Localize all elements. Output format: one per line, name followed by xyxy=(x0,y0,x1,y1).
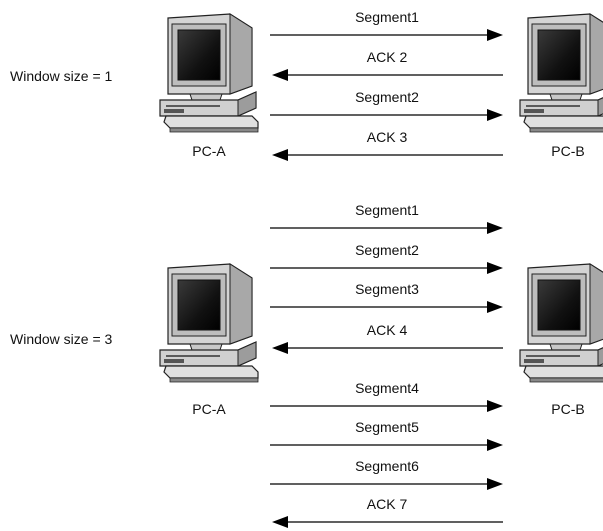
segment1-arrow xyxy=(270,29,503,41)
message-label: Segment4 xyxy=(355,380,419,396)
message-label: Segment1 xyxy=(355,202,419,218)
window-size-label: Window size = 3 xyxy=(10,331,113,347)
message-label: Segment3 xyxy=(355,281,419,297)
ack-7-arrow xyxy=(272,516,503,528)
pc-a-label: PC-A xyxy=(192,143,226,159)
pc-a-label: PC-A xyxy=(192,401,226,417)
segment1-arrow xyxy=(270,222,503,234)
segment2-arrow xyxy=(270,109,503,121)
message-label: Segment5 xyxy=(355,419,419,435)
message-label: Segment2 xyxy=(355,89,419,105)
pc-b-label: PC-B xyxy=(551,401,585,417)
message-label: Segment6 xyxy=(355,458,419,474)
ack-3-arrow xyxy=(272,149,503,161)
message-label: ACK 2 xyxy=(366,49,408,65)
pc-b-computer-icon xyxy=(519,13,603,133)
segment6-arrow xyxy=(270,478,503,490)
message-label: Segment1 xyxy=(355,9,419,25)
pc-a-computer-icon xyxy=(159,263,259,383)
pc-b-label: PC-B xyxy=(551,143,585,159)
ack-4-arrow xyxy=(272,342,503,354)
ack-2-arrow xyxy=(272,69,503,81)
message-label: ACK 3 xyxy=(366,129,408,145)
segment2-arrow xyxy=(270,262,503,274)
segment5-arrow xyxy=(270,439,503,451)
pc-b-computer-icon xyxy=(519,263,603,383)
pc-a-computer-icon xyxy=(159,13,259,133)
window-size-label: Window size = 1 xyxy=(10,68,113,84)
segment3-arrow xyxy=(270,301,503,313)
message-label: ACK 4 xyxy=(366,322,408,338)
segment4-arrow xyxy=(270,400,503,412)
message-label: Segment2 xyxy=(355,242,419,258)
message-label: ACK 7 xyxy=(366,496,408,512)
